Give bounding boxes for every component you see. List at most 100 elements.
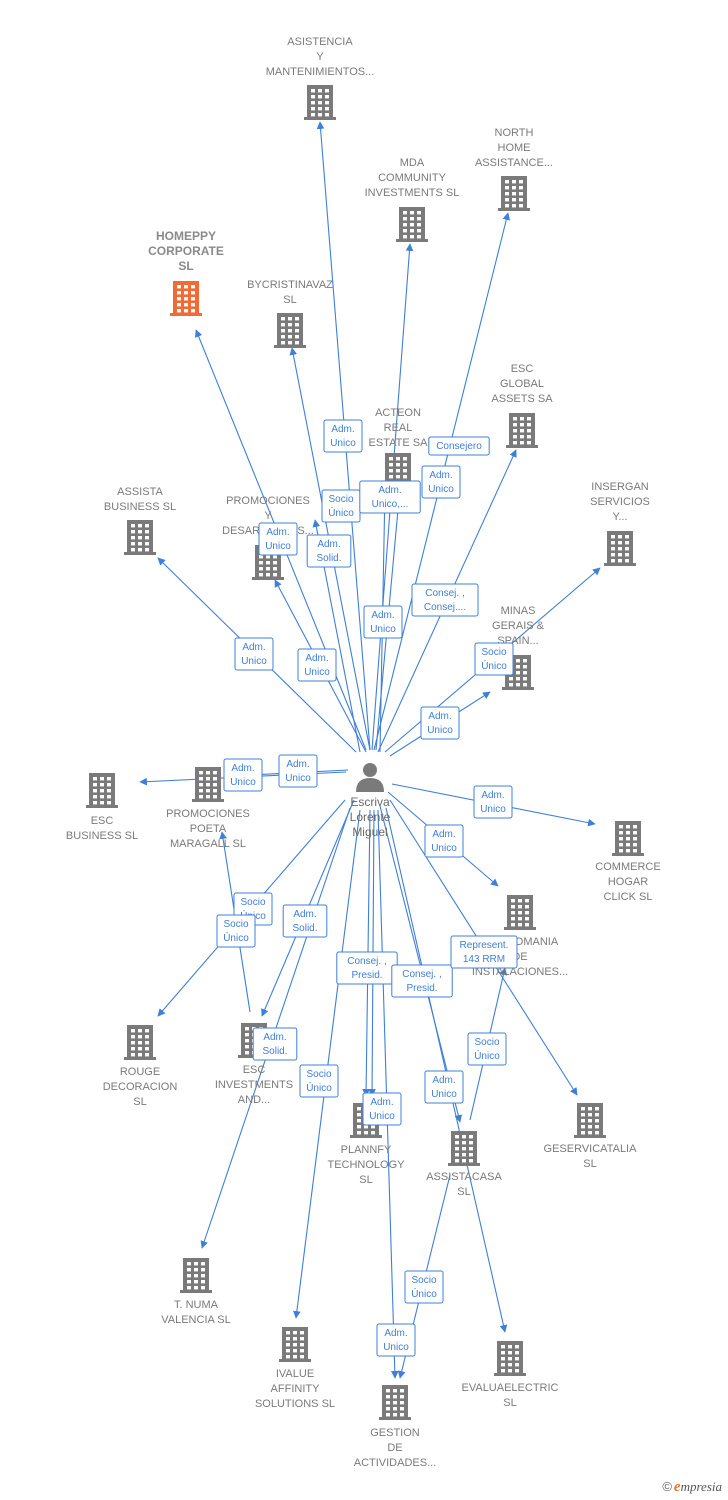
company-label-assistacasa-line: SL: [457, 1186, 470, 1198]
building-icon-numa[interactable]: [180, 1258, 212, 1293]
building-icon-homeppy[interactable]: [170, 281, 202, 316]
building-icon-mda[interactable]: [396, 207, 428, 242]
company-label-homeppy-line: HOMEPPY: [156, 229, 216, 243]
edge-label-plannfy[interactable]: Adm.Unico: [362, 1092, 402, 1126]
building-icon-insergan[interactable]: [604, 531, 636, 566]
edge-label-box[interactable]: [424, 824, 464, 858]
edge-label-assista[interactable]: Adm.Unico: [234, 637, 274, 671]
edge-label-box[interactable]: [421, 465, 461, 499]
building-icon-poeta[interactable]: [192, 767, 224, 802]
edge-label-box[interactable]: [252, 1027, 298, 1061]
edge-label-box[interactable]: [474, 642, 514, 676]
edge-label-line: Solid.: [316, 553, 341, 564]
edge-label-box[interactable]: [223, 758, 263, 792]
edge-label-box[interactable]: [420, 706, 460, 740]
edge-label-box[interactable]: [258, 522, 298, 556]
edge-label-promociones_y[interactable]: Adm.Solid.: [306, 534, 352, 568]
edge-label-esc_investments[interactable]: Adm.Solid.: [282, 904, 328, 938]
edge-label-esc_global[interactable]: Consej. ,Consej....: [411, 583, 479, 617]
building-icon-gestion[interactable]: [379, 1385, 411, 1420]
edge-label-box[interactable]: [376, 1323, 416, 1357]
edge-label-gestion[interactable]: Adm.Unico: [376, 1323, 416, 1357]
building-icon-esc_business[interactable]: [86, 773, 118, 808]
edge-label-evaluaelectric[interactable]: Adm.Unico: [424, 1070, 464, 1104]
edge-label-asistencia[interactable]: Adm.Unico: [323, 419, 363, 453]
edge-label-line: Socio: [411, 1275, 436, 1286]
edge-label-box[interactable]: [359, 480, 421, 514]
building-icon-bycristinavaz[interactable]: [274, 313, 306, 348]
edge-label-box[interactable]: [216, 914, 256, 948]
edge-label-line: Adm.: [370, 1097, 393, 1108]
edge-label-line: Unico: [241, 656, 267, 667]
company-label-asistencia-line: ASISTENCIA: [287, 36, 353, 48]
edge-label-gestiomania[interactable]: Adm.Unico: [424, 824, 464, 858]
edge-label-box[interactable]: [473, 785, 513, 819]
building-icon-evaluaelectric[interactable]: [494, 1341, 526, 1376]
edge-label-esc_business[interactable]: Adm.Unico: [223, 758, 263, 792]
edge-label-poeta[interactable]: Adm.Unico: [278, 754, 318, 788]
edge-label-box[interactable]: [411, 583, 479, 617]
edge-label-line: Único: [328, 506, 354, 519]
building-icon-asistencia[interactable]: [304, 85, 336, 120]
edge-label-box[interactable]: [278, 754, 318, 788]
building-icon-assista[interactable]: [124, 520, 156, 555]
edge-label-numa[interactable]: Adm.Solid.: [252, 1027, 298, 1061]
edge-label-line: Único: [411, 1287, 437, 1300]
edge-label-commerce[interactable]: Adm.Unico: [473, 785, 513, 819]
edge-label-box[interactable]: [297, 648, 337, 682]
edge-label-promociones_y[interactable]: Adm.Unico: [297, 648, 337, 682]
edge-label-box[interactable]: [234, 637, 274, 671]
edge-label-box[interactable]: [306, 534, 352, 568]
edge-label-north[interactable]: Consejero: [428, 436, 490, 456]
edge-label-text: Represent.143 RRM: [460, 940, 509, 965]
company-label-rouge-line: SL: [133, 1096, 146, 1108]
building-icon-north[interactable]: [498, 176, 530, 211]
edge-label-box[interactable]: [391, 964, 453, 998]
edge-label-box[interactable]: [450, 935, 518, 969]
edge-label-box[interactable]: [363, 605, 403, 639]
company-label-rouge-line: DECORACION: [103, 1081, 178, 1093]
edge-label-box[interactable]: [424, 1070, 464, 1104]
edge-label-text: Adm.Unico: [241, 642, 267, 667]
building-icon-rouge[interactable]: [124, 1025, 156, 1060]
building-icon-ivalue[interactable]: [279, 1327, 311, 1362]
building-icon-geservicatalia[interactable]: [574, 1103, 606, 1138]
building-icon-assistacasa[interactable]: [448, 1131, 480, 1166]
edge-label-mda[interactable]: Adm.Unico,...: [359, 480, 421, 514]
footer-brand[interactable]: ©empresia: [662, 1479, 722, 1496]
edge-label-minas[interactable]: Adm.Unico: [420, 706, 460, 740]
edge-label-line: Unico: [330, 438, 356, 449]
edge-label-acteon[interactable]: Adm.Unico: [363, 605, 403, 639]
edge-label-assistacasa[interactable]: Consej. ,Presid.: [391, 964, 453, 998]
edge-label-geservicatalia[interactable]: Represent.143 RRM: [450, 935, 518, 969]
edge-label-box[interactable]: [467, 1032, 507, 1066]
edge-label-box[interactable]: [282, 904, 328, 938]
edge-label-text: Adm.Unico: [428, 470, 454, 495]
edge-label-box[interactable]: [404, 1270, 444, 1304]
edge-label-box[interactable]: [362, 1092, 402, 1126]
edge-label-homeppy[interactable]: Adm.Unico: [258, 522, 298, 556]
company-label-esc_business-line: ESC: [91, 815, 114, 827]
edge-label-line: Unico: [427, 725, 453, 736]
edge-label-box[interactable]: [323, 419, 363, 453]
building-icon-esc_global[interactable]: [506, 413, 538, 448]
building-icon-commerce[interactable]: [612, 821, 644, 856]
edge-label-box[interactable]: [299, 1064, 339, 1098]
edge-label-acteon[interactable]: Adm.Unico: [421, 465, 461, 499]
person-icon[interactable]: [356, 763, 384, 792]
edge-label-plannfy[interactable]: Consej. ,Presid.: [336, 951, 398, 985]
building-icon-gestiomania[interactable]: [504, 895, 536, 930]
edge-label-box[interactable]: [428, 436, 490, 456]
